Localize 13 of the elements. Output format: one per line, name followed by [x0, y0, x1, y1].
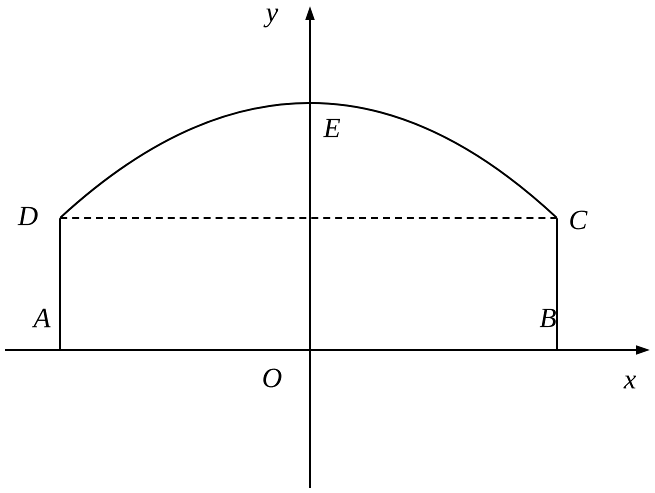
point-label: E: [323, 118, 340, 138]
point-label: D: [18, 206, 38, 226]
point-label: A: [32, 308, 51, 328]
line-segment: [59, 218, 61, 350]
axis-label: x: [623, 376, 636, 388]
point-label: C: [570, 210, 588, 230]
point-label: B: [540, 308, 556, 328]
axis-label: y: [264, 8, 278, 28]
line-segment: [556, 218, 558, 350]
dashed-line: [60, 217, 557, 219]
curve: [310, 102, 558, 219]
curve: [60, 102, 310, 219]
axis-label: O: [263, 368, 282, 388]
